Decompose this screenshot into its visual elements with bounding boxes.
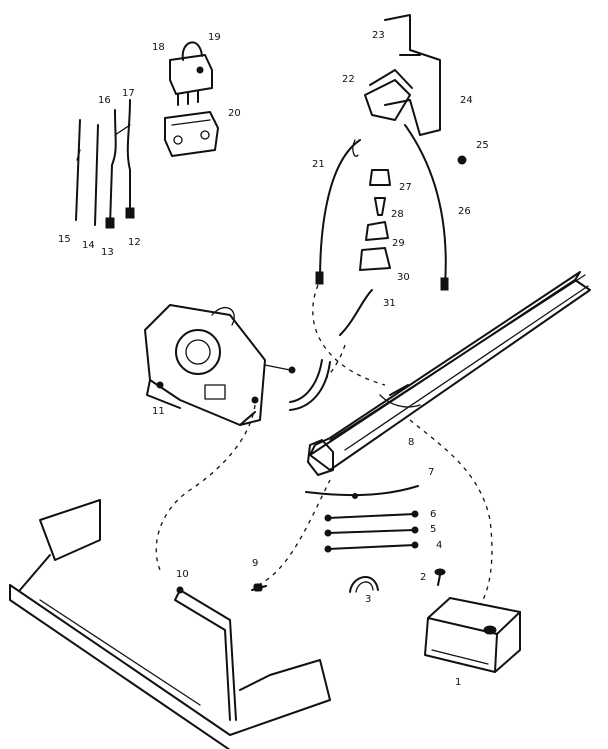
part-11-motor-gearbox <box>144 304 296 426</box>
label-26: 26 <box>458 206 471 217</box>
curved-tube <box>289 359 331 411</box>
part-2-screw <box>434 568 446 586</box>
label-20: 20 <box>228 108 241 119</box>
label-1: 1 <box>455 677 461 688</box>
label-23: 23 <box>372 30 385 41</box>
label-21: 21 <box>312 159 325 170</box>
label-13: 13 <box>101 247 114 258</box>
label-18: 18 <box>152 42 165 53</box>
part-3-u-clip <box>349 576 379 593</box>
label-22: 22 <box>342 74 355 85</box>
label-6: 6 <box>430 509 436 520</box>
parts-12-17-wire-leads <box>75 99 135 229</box>
label-30: 30 <box>397 272 410 283</box>
part-labels: 1 2 3 4 5 6 7 8 9 10 11 12 13 14 15 16 1… <box>58 30 489 688</box>
label-11: 11 <box>152 406 165 417</box>
label-25: 25 <box>476 140 489 151</box>
label-15: 15 <box>58 234 71 245</box>
part-10-bracket-frame <box>9 499 331 749</box>
label-3: 3 <box>365 594 371 605</box>
label-7: 7 <box>428 467 434 478</box>
part-20-connector-plug <box>164 111 219 157</box>
part-7-wire <box>305 485 419 499</box>
label-10: 10 <box>176 569 189 580</box>
part-9-connector <box>251 583 267 592</box>
label-31: 31 <box>383 298 396 309</box>
label-4: 4 <box>436 540 442 551</box>
label-8: 8 <box>408 437 414 448</box>
part-8-rail <box>307 271 591 476</box>
label-28: 28 <box>391 209 404 220</box>
label-2: 2 <box>420 572 426 583</box>
part-18-19-terminal-block <box>169 41 213 106</box>
label-29: 29 <box>392 238 405 249</box>
label-12: 12 <box>128 237 141 248</box>
parts-4-5-6-short-wires <box>324 510 419 553</box>
label-17: 17 <box>122 88 135 99</box>
parts-21-30-sensor-assembly <box>315 14 467 336</box>
label-5: 5 <box>430 524 436 535</box>
label-14: 14 <box>82 240 95 251</box>
label-9: 9 <box>252 558 258 569</box>
label-27: 27 <box>399 182 412 193</box>
label-19: 19 <box>208 32 221 43</box>
label-24: 24 <box>460 95 473 106</box>
label-16: 16 <box>98 95 111 106</box>
part-1-control-box <box>424 597 521 673</box>
